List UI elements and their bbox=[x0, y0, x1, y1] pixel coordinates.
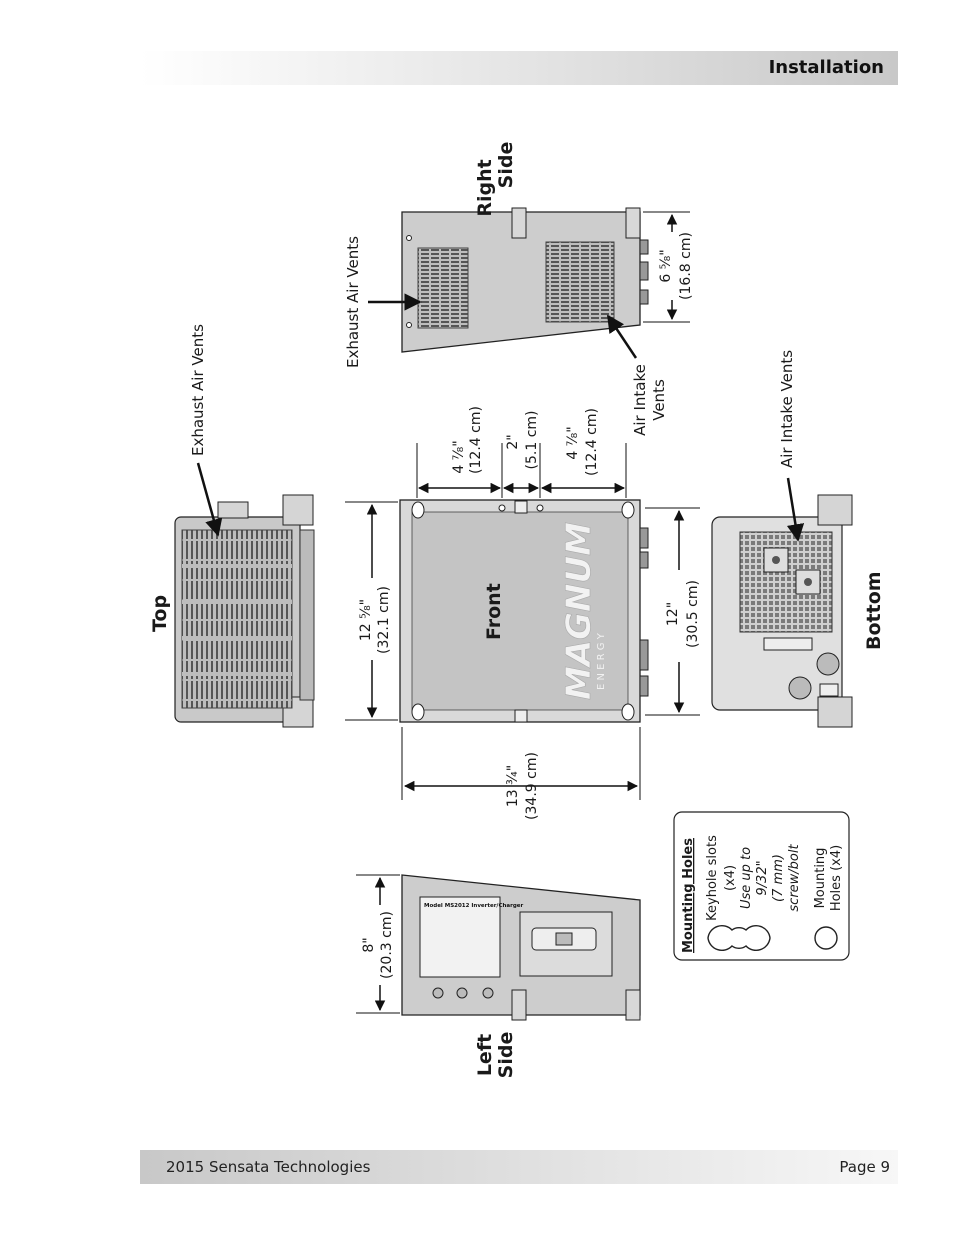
mounting-hole-shape bbox=[814, 926, 838, 950]
callout-intake-bottom: Air Intake Vents bbox=[778, 350, 796, 468]
callout-arrow-intake-right bbox=[606, 314, 638, 359]
dim-height-cm: (32.1 cm) bbox=[376, 586, 392, 654]
label-plate-model: Model MS2012 Inverter/Charger bbox=[424, 903, 523, 909]
top-view bbox=[174, 494, 315, 728]
callout-exhaust-top: Exhaust Air Vents bbox=[189, 324, 207, 456]
view-label-right-2: Side bbox=[495, 142, 517, 189]
section-title: Installation bbox=[768, 57, 884, 78]
dim-width-cm: (30.5 cm) bbox=[685, 580, 701, 648]
header-bar: Installation bbox=[140, 51, 898, 85]
callout-arrow-intake-bottom bbox=[786, 477, 805, 542]
keyhole-label-4: 9/32" bbox=[755, 860, 770, 895]
view-label-bottom: Bottom bbox=[863, 571, 885, 650]
left-side-view bbox=[401, 874, 641, 1021]
view-label-right-1: Right bbox=[474, 159, 496, 216]
dim-front-3-cm: (12.4 cm) bbox=[584, 408, 600, 476]
dim-length-cm: (34.9 cm) bbox=[524, 752, 540, 820]
right-side-view bbox=[401, 207, 649, 353]
dim-height-in: 12 ⁵⁄₈" bbox=[358, 599, 374, 641]
holes-label-1: Mounting bbox=[813, 848, 828, 909]
holes-label-2: Holes (x4) bbox=[829, 845, 844, 911]
dim-width-in: 12" bbox=[665, 602, 681, 626]
bottom-view bbox=[711, 494, 853, 728]
callout-intake-right-1: Air Intake bbox=[631, 364, 649, 436]
dim-length-in: 13 ¾" bbox=[505, 765, 521, 807]
callout-intake-right-2: Vents bbox=[650, 379, 668, 421]
dim-front-1-in: 4 ⁷⁄₈" bbox=[451, 440, 467, 473]
keyhole-label-2: (x4) bbox=[723, 865, 738, 891]
callout-arrow-exhaust-top bbox=[196, 462, 223, 537]
view-label-left-2: Side bbox=[495, 1032, 517, 1079]
dim-front-2-in: 2" bbox=[505, 434, 521, 449]
dim-front-1-cm: (12.4 cm) bbox=[468, 406, 484, 474]
dim-left-in: 8" bbox=[361, 937, 377, 952]
footer-page-number: Page 9 bbox=[839, 1158, 890, 1176]
dim-right-in: 6 ⁵⁄₈" bbox=[658, 249, 674, 282]
mounting-title: Mounting Holes bbox=[681, 838, 696, 953]
brand-logo: MAGNUM bbox=[559, 522, 599, 700]
mounting-holes-legend bbox=[673, 811, 850, 961]
dim-front-3-in: 4 ⁷⁄₈" bbox=[565, 426, 581, 459]
keyhole-label-1: Keyhole slots bbox=[705, 835, 720, 921]
keyhole-slot-shape bbox=[707, 924, 771, 952]
footer-bar: 2015 Sensata Technologies Page 9 bbox=[140, 1150, 898, 1184]
keyhole-label-3: Use up to bbox=[739, 847, 754, 909]
front-view bbox=[399, 499, 649, 723]
dim-front-2-cm: (5.1 cm) bbox=[524, 411, 540, 470]
callout-exhaust-right: Exhaust Air Vents bbox=[344, 236, 362, 368]
view-label-left-1: Left bbox=[474, 1034, 496, 1076]
keyhole-label-5: (7 mm) bbox=[771, 854, 786, 902]
footer-copyright: 2015 Sensata Technologies bbox=[166, 1158, 371, 1176]
brand-subtext: E N E R G Y bbox=[596, 632, 607, 690]
dim-left-cm: (20.3 cm) bbox=[379, 911, 395, 979]
view-label-top: Top bbox=[149, 595, 171, 632]
keyhole-label-6: screw/bolt bbox=[787, 844, 802, 912]
dim-right-cm: (16.8 cm) bbox=[678, 232, 694, 300]
view-label-front: Front bbox=[483, 583, 505, 640]
